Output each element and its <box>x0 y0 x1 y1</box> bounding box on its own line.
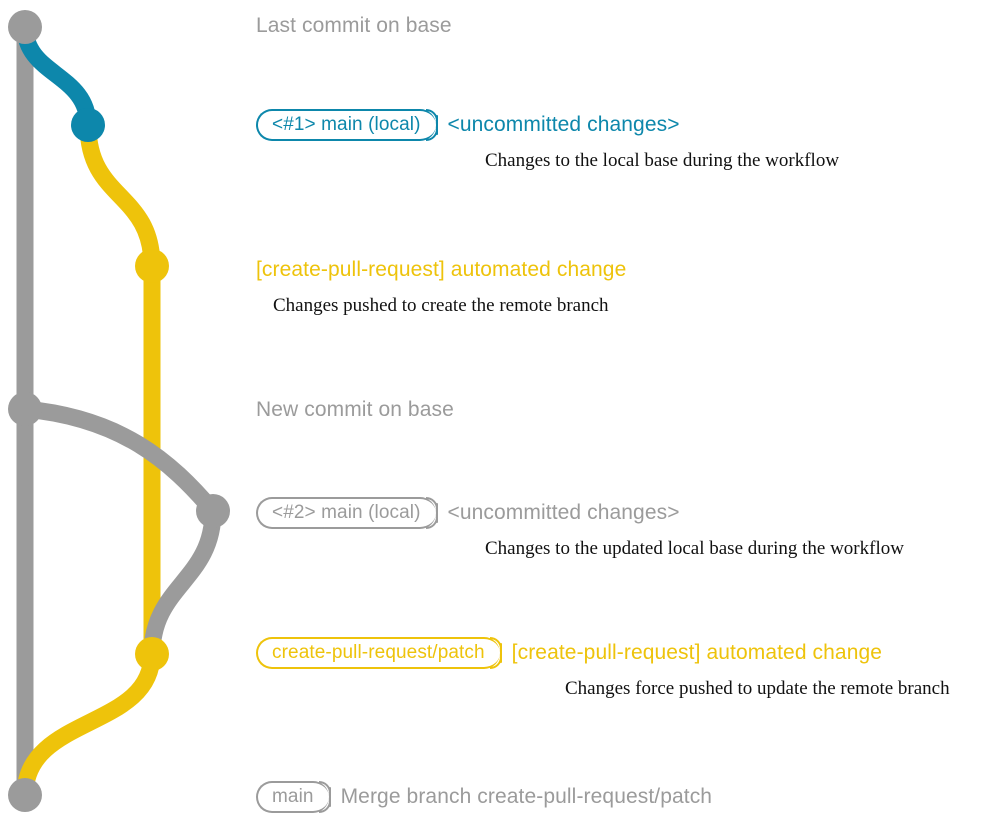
row-local-2-line: <#2> main (local) <uncommitted changes> <box>256 496 904 530</box>
edge-base-to-local-2 <box>16 400 222 520</box>
node-patch-2[interactable] <box>135 637 169 671</box>
branch-pill-merge[interactable]: main <box>256 781 331 813</box>
node-local-2[interactable] <box>196 494 230 528</box>
edge-patch-2-to-merge <box>16 645 161 804</box>
subtitle-local-2: Changes to the updated local base during… <box>485 538 904 559</box>
edge-base-to-local-1 <box>16 18 97 134</box>
edge-local-2-to-patch-2 <box>143 502 222 663</box>
headline-local-1: <uncommitted changes> <box>447 113 680 136</box>
subtitle-patch-2: Changes force pushed to update the remot… <box>565 678 950 699</box>
branch-pill-local-2[interactable]: <#2> main (local) <box>256 497 437 529</box>
row-local-2: <#2> main (local) <uncommitted changes> … <box>256 496 904 560</box>
headline-local-2: <uncommitted changes> <box>447 501 680 524</box>
subtitle-local-1: Changes to the local base during the wor… <box>485 150 840 171</box>
headline-patch-2: [create-pull-request] automated change <box>511 641 883 664</box>
node-local-1[interactable] <box>71 108 105 142</box>
headline-merge: Merge branch create-pull-request/patch <box>340 785 713 808</box>
row-local-1: <#1> main (local) <uncommitted changes> … <box>256 108 839 172</box>
edge-local-1-to-patch-1 <box>79 116 161 275</box>
node-new-commit-on-base[interactable] <box>8 392 42 426</box>
row-patch-1: [create-pull-request] automated change C… <box>256 253 626 317</box>
row-patch-2: create-pull-request/patch [create-pull-r… <box>256 636 950 700</box>
caption-last-commit-on-base: Last commit on base <box>256 14 452 37</box>
node-merge[interactable] <box>8 778 42 812</box>
headline-patch-1: [create-pull-request] automated change <box>256 258 627 281</box>
row-merge: main Merge branch create-pull-request/pa… <box>256 780 712 814</box>
branch-pill-local-1[interactable]: <#1> main (local) <box>256 109 437 141</box>
row-patch-1-line: [create-pull-request] automated change <box>256 253 626 287</box>
row-patch-2-line: create-pull-request/patch [create-pull-r… <box>256 636 950 670</box>
subtitle-patch-1: Changes pushed to create the remote bran… <box>273 295 609 316</box>
node-last-commit-on-base[interactable] <box>8 10 42 44</box>
node-patch-1[interactable] <box>135 249 169 283</box>
row-merge-line: main Merge branch create-pull-request/pa… <box>256 780 712 814</box>
caption-new-commit-on-base: New commit on base <box>256 398 454 421</box>
branch-pill-patch-2[interactable]: create-pull-request/patch <box>256 637 502 669</box>
row-local-1-line: <#1> main (local) <uncommitted changes> <box>256 108 839 142</box>
